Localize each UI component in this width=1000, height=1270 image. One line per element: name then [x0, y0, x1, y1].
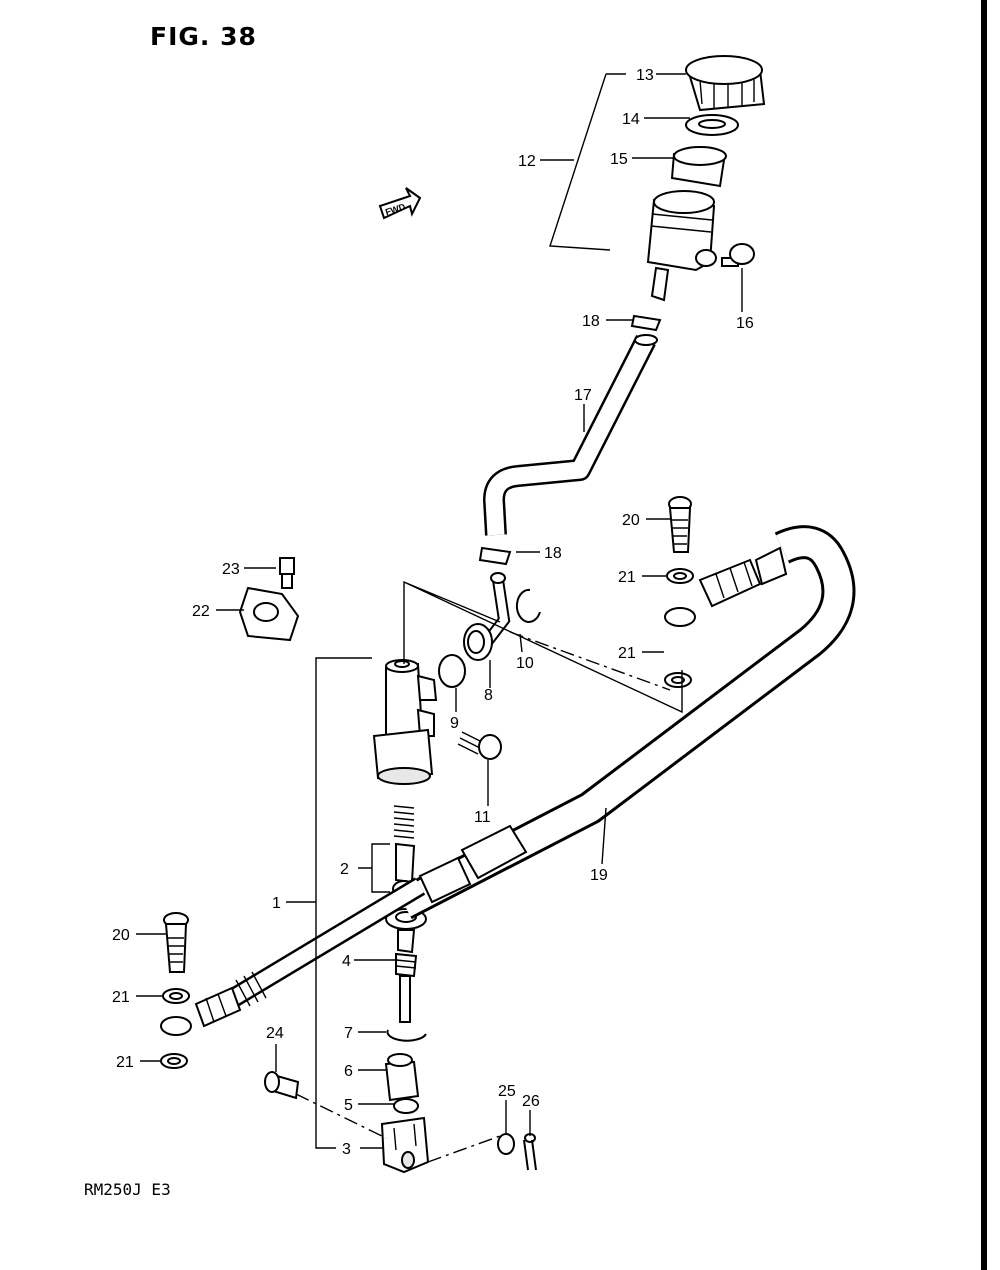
callout-labels: 13 14 15 12 16 18 17 20 18 21 21 23 22 1… — [112, 67, 754, 1158]
callout-4: 4 — [342, 953, 351, 970]
callout-11: 11 — [474, 809, 491, 826]
push-rod-clevis — [380, 1116, 430, 1174]
brake-hose — [224, 525, 856, 1009]
cotter-pin — [523, 1133, 537, 1171]
piston-cup — [385, 908, 427, 954]
figure-title: FIG. 38 — [150, 22, 257, 51]
callout-22: 22 — [192, 603, 210, 620]
union-bolt-upper — [668, 496, 692, 553]
reservoir-hose — [483, 334, 658, 536]
push-rod — [395, 952, 418, 1023]
union-connector — [463, 572, 511, 661]
washer — [497, 1133, 515, 1155]
union-bolt-lower — [163, 912, 189, 973]
o-ring — [438, 654, 466, 688]
callout-21-d: 21 — [116, 1054, 134, 1071]
reservoir-bracket — [238, 586, 300, 642]
boot — [384, 1053, 420, 1102]
circlip-upper — [515, 588, 541, 623]
master-cylinder-body — [372, 659, 438, 785]
bracket-bolt — [279, 557, 295, 589]
reservoir-diaphragm — [670, 146, 727, 188]
model-code: RM250J E3 — [84, 1180, 171, 1199]
hose-clip-upper — [630, 314, 662, 332]
callout-14: 14 — [622, 111, 640, 128]
reservoir-plate — [685, 114, 739, 136]
callout-21-a: 21 — [618, 569, 636, 586]
callout-7: 7 — [344, 1025, 353, 1042]
mounting-bolt — [457, 731, 502, 760]
circlip-lower — [386, 1029, 427, 1042]
callout-3: 3 — [342, 1141, 351, 1158]
callout-15: 15 — [610, 151, 628, 168]
leader-lines — [136, 73, 743, 1163]
callout-13: 13 — [636, 67, 654, 84]
callout-20-upper: 20 — [622, 512, 640, 529]
banjo-fitting-upper — [664, 558, 762, 627]
callout-10: 10 — [516, 655, 534, 672]
callout-26: 26 — [522, 1093, 540, 1110]
callout-19: 19 — [590, 867, 608, 884]
callout-1: 1 — [272, 895, 281, 912]
callout-18-lower: 18 — [544, 545, 562, 562]
clevis-pin — [264, 1071, 300, 1100]
banjo-fitting-lower — [160, 986, 242, 1036]
forward-arrow-icon: FWD — [378, 187, 422, 220]
sealing-washer — [160, 568, 694, 1069]
callout-9: 9 — [450, 715, 459, 732]
callout-21-b: 21 — [618, 645, 636, 662]
hose-clip-lower — [478, 546, 512, 566]
callout-23: 23 — [222, 561, 240, 578]
callout-21-c: 21 — [112, 989, 130, 1006]
callout-20-lower: 20 — [112, 927, 130, 944]
callout-18-upper: 18 — [582, 313, 600, 330]
callout-8: 8 — [484, 687, 493, 704]
reservoir-tank — [646, 190, 717, 302]
callout-12: 12 — [518, 153, 536, 170]
callout-25: 25 — [498, 1083, 516, 1100]
callout-24: 24 — [266, 1025, 284, 1042]
callout-2: 2 — [340, 861, 349, 878]
callout-6: 6 — [344, 1063, 353, 1080]
callout-17: 17 — [574, 387, 592, 404]
reservoir-cap — [685, 55, 766, 112]
callout-5: 5 — [344, 1097, 353, 1114]
lock-nut — [393, 1098, 419, 1114]
callout-16: 16 — [736, 315, 754, 332]
reservoir-screw — [721, 243, 755, 267]
